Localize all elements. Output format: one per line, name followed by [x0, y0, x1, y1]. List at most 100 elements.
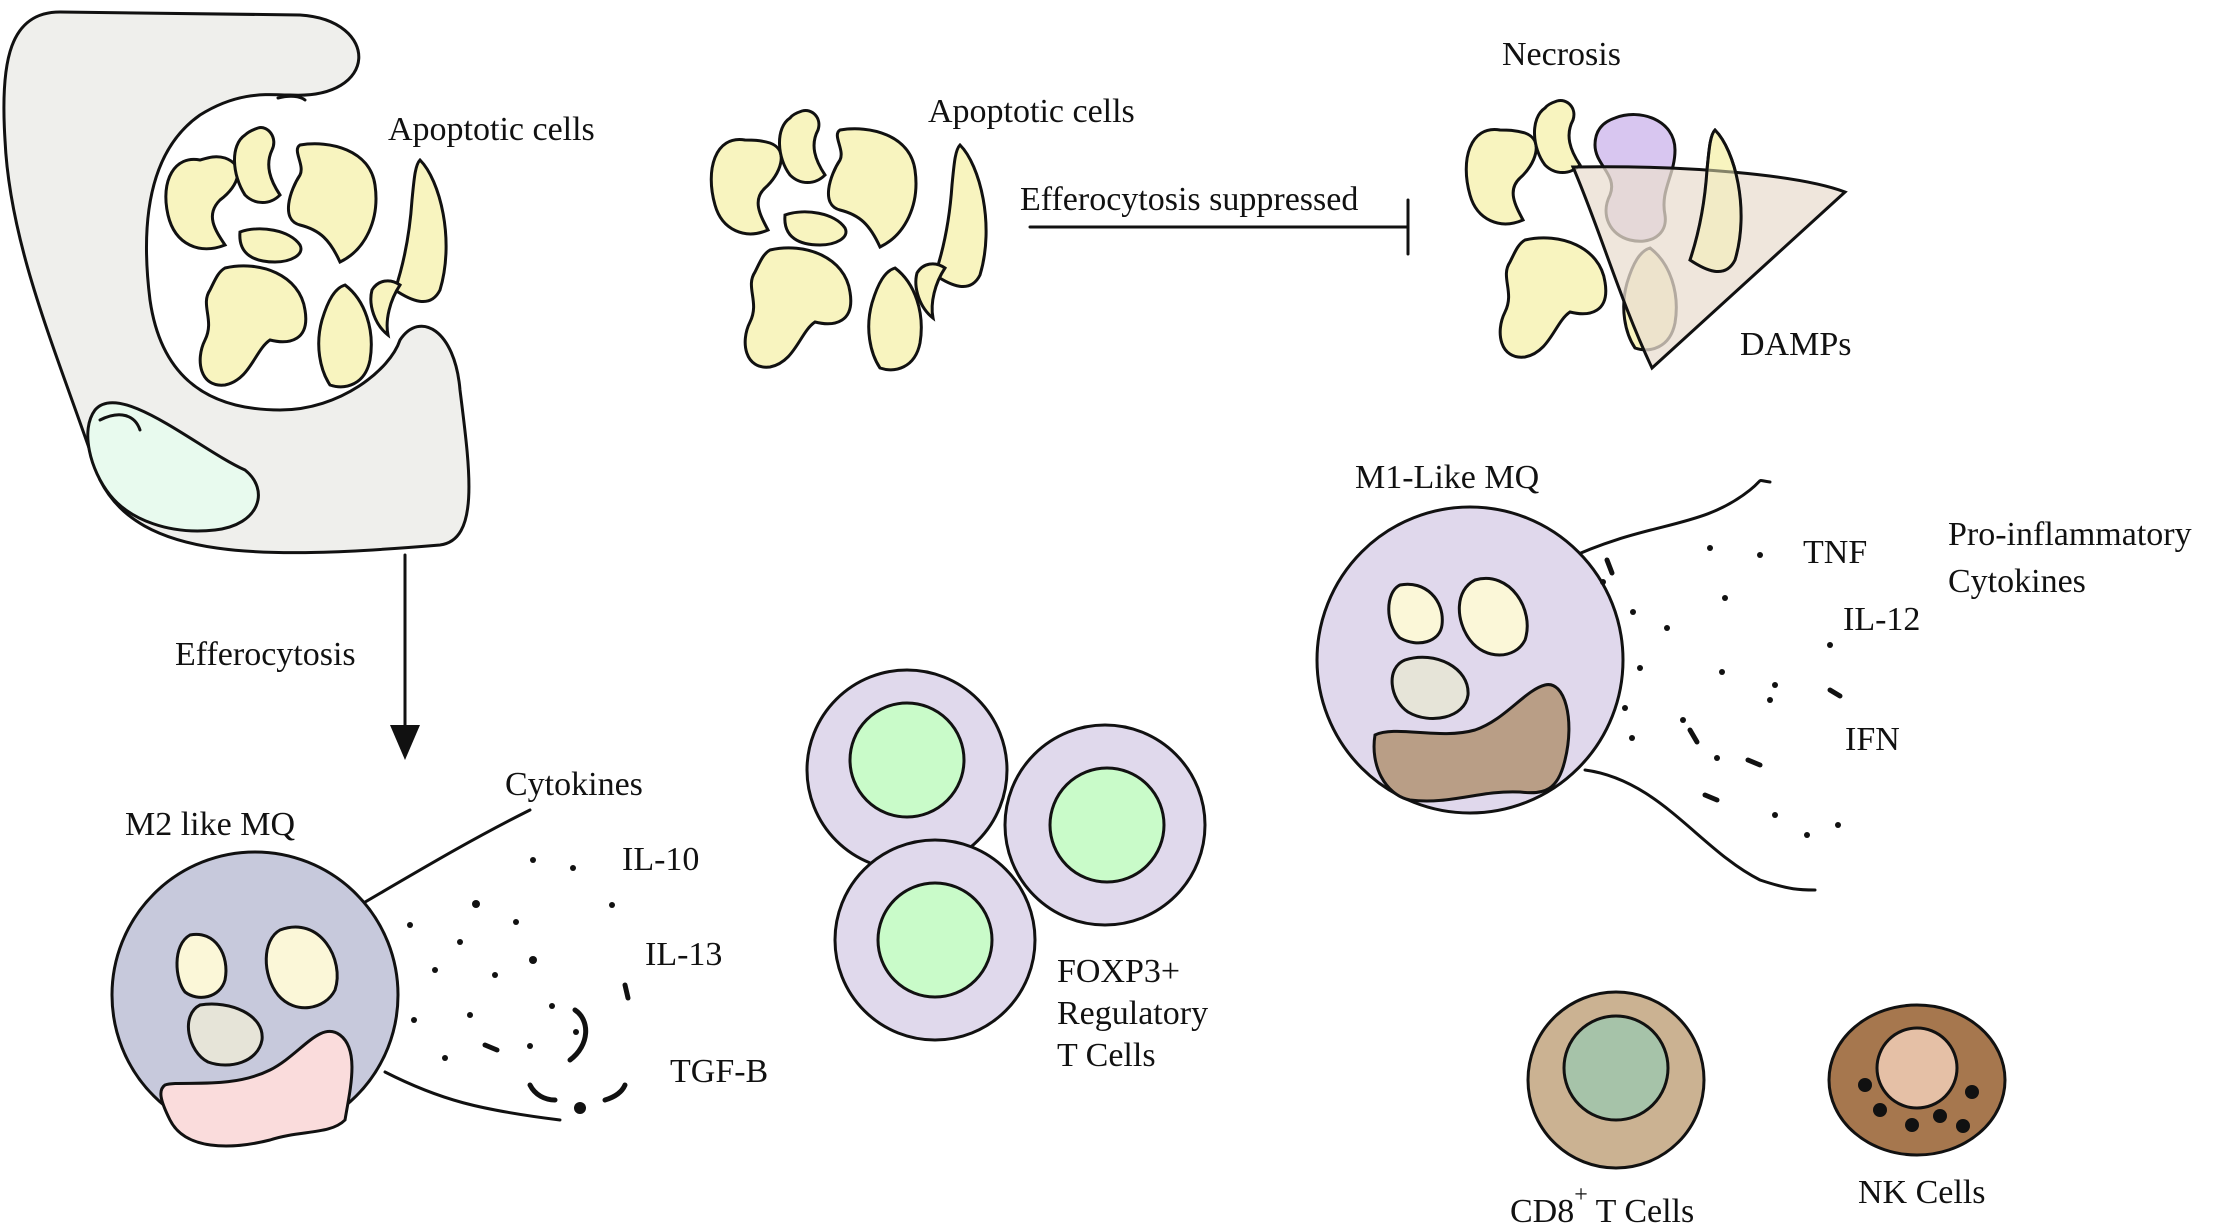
cytokine-dash — [622, 982, 631, 1001]
il10-label: IL-10 — [622, 841, 699, 878]
nk-granule — [1956, 1119, 1970, 1133]
m1-vesicle-light — [1387, 582, 1444, 645]
treg-cell-inner — [876, 881, 994, 999]
m2-vesicle-light — [264, 925, 339, 1010]
m1-secretion-funnel-bottom — [1583, 768, 1817, 892]
engulfed-cell — [238, 227, 303, 264]
necrotic-cell-overlay — [1688, 127, 1743, 273]
m2-nucleus — [159, 1029, 354, 1148]
apoptotic-cell — [914, 262, 948, 322]
tnf-label: TNF — [1803, 534, 1867, 571]
tgfb-label: TGF-B — [670, 1053, 768, 1090]
cytokine-dot — [1827, 642, 1833, 648]
pro-inflammatory-cytokines-label: Cytokines — [1948, 563, 2086, 600]
cytokine-dot — [1637, 665, 1643, 671]
cytokine-dot — [573, 1029, 579, 1035]
apoptotic-cell — [826, 127, 918, 250]
necrotic-cell — [1533, 98, 1582, 174]
apoptotic-cell — [743, 246, 853, 369]
il12-label: IL-12 — [1843, 601, 1920, 638]
nk-granule — [1858, 1078, 1872, 1092]
engulfed-cell — [164, 155, 240, 251]
necrotic-cell — [1464, 128, 1538, 226]
treg-cell-inner — [848, 701, 966, 819]
engulfed-apoptotic-cells — [164, 126, 448, 389]
cytokine-dot — [432, 967, 438, 973]
pro-inflammatory-label: Pro-inflammatory — [1948, 516, 2192, 553]
efferocytosis-arrow: Efferocytosis — [175, 553, 420, 760]
cytokine-dot — [467, 1012, 473, 1018]
apoptotic-cell — [709, 138, 783, 236]
apoptotic-cells-left-label: Apoptotic cells — [388, 111, 595, 148]
apoptotic-cell — [778, 108, 827, 184]
cytokine-dash — [482, 1042, 500, 1053]
cytokine-dash — [1702, 792, 1720, 803]
m1-vesicle-light — [1457, 576, 1529, 657]
regulatory-label: Regulatory — [1057, 995, 1208, 1032]
cytokine-dot — [1757, 552, 1763, 558]
engulfed-cell — [369, 279, 403, 339]
cytokine-dot — [457, 939, 463, 945]
cytokine-dash — [527, 1082, 558, 1103]
nk-cells-label: NK Cells — [1858, 1174, 1986, 1211]
m2-like-mq-label: M2 like MQ — [125, 806, 295, 843]
damps-label: DAMPs — [1740, 326, 1851, 363]
m2-secretion-funnel — [358, 808, 532, 907]
cytokine-dot — [513, 919, 519, 925]
m1-nucleus — [1372, 683, 1571, 803]
m1-secretion-funnel — [1563, 479, 1772, 562]
m1-cytokine-particles: TNF IL-12 IFN Pro-inflammatory Cytokines — [1600, 516, 2192, 838]
engulfed-cell — [393, 157, 448, 303]
cytokine-dot — [1714, 755, 1720, 761]
cytokine-dot — [492, 972, 498, 978]
cytokine-dot — [442, 1055, 448, 1061]
cytokine-dot — [530, 857, 536, 863]
cytokine-dot — [1622, 705, 1628, 711]
engulfing-macrophage-nucleus-fold — [98, 413, 142, 432]
efferocytosis-suppressed-label: Efferocytosis suppressed — [1020, 181, 1358, 218]
efferocytosis-label: Efferocytosis — [175, 636, 356, 673]
cytokine-dot — [407, 922, 413, 928]
cytokine-dash — [567, 1007, 589, 1063]
engulfed-cell — [233, 126, 282, 204]
m2-secretion-funnel-bottom — [383, 1070, 562, 1122]
cytokine-dot — [570, 865, 576, 871]
cytokine-dot — [1722, 595, 1728, 601]
cytokine-dot — [1600, 579, 1606, 585]
cd8-t-cell-inner — [1562, 1014, 1670, 1122]
necrotic-cell — [1498, 236, 1608, 359]
cd8-prefix: CD8 — [1510, 1193, 1574, 1230]
cytokine-dot — [1772, 682, 1778, 688]
cytokine-dash — [1827, 687, 1843, 699]
cytokine-dot — [527, 1043, 533, 1049]
cytokine-dot — [609, 902, 615, 908]
cytokine-dot — [472, 900, 480, 908]
cytokine-dot — [1664, 625, 1670, 631]
apoptotic-cells-center-label: Apoptotic cells — [928, 93, 1135, 130]
cytokine-dash — [602, 1082, 628, 1103]
cd8-t-cell: CD8+ T Cells — [1510, 990, 1706, 1230]
cytokine-dot — [1680, 717, 1686, 723]
cytokine-dash — [1604, 557, 1615, 576]
foxp3-label: FOXP3+ — [1057, 953, 1180, 990]
necrosis-group: Necrosis DAMPs — [1464, 36, 1851, 371]
efferocytosis-suppressed-inhibitor: Efferocytosis suppressed — [1020, 181, 1410, 256]
engulfing-macrophage-lip — [276, 94, 307, 102]
cytokine-dot — [549, 1003, 555, 1009]
foxp3-regulatory-t-cells: FOXP3+ Regulatory T Cells — [805, 668, 1208, 1074]
nk-cell-inner — [1875, 1026, 1959, 1110]
m2-vesicle-grey — [186, 1002, 264, 1067]
treg-cell-inner — [1048, 766, 1166, 884]
apoptotic-cell — [783, 210, 848, 247]
cytokine-dot — [1719, 669, 1725, 675]
nk-granule — [1873, 1103, 1887, 1117]
cytokine-dash — [1687, 727, 1700, 745]
engulfing-macrophage: Apoptotic cells — [2, 10, 595, 555]
ifn-label: IFN — [1845, 721, 1900, 758]
engulfed-cell — [317, 283, 373, 389]
engulfing-macrophage-nucleus — [86, 401, 260, 533]
efferocytosis-arrow-head — [390, 725, 420, 760]
cytokine-dot — [529, 956, 537, 964]
m2-macrophage: M2 like MQ — [110, 806, 562, 1148]
